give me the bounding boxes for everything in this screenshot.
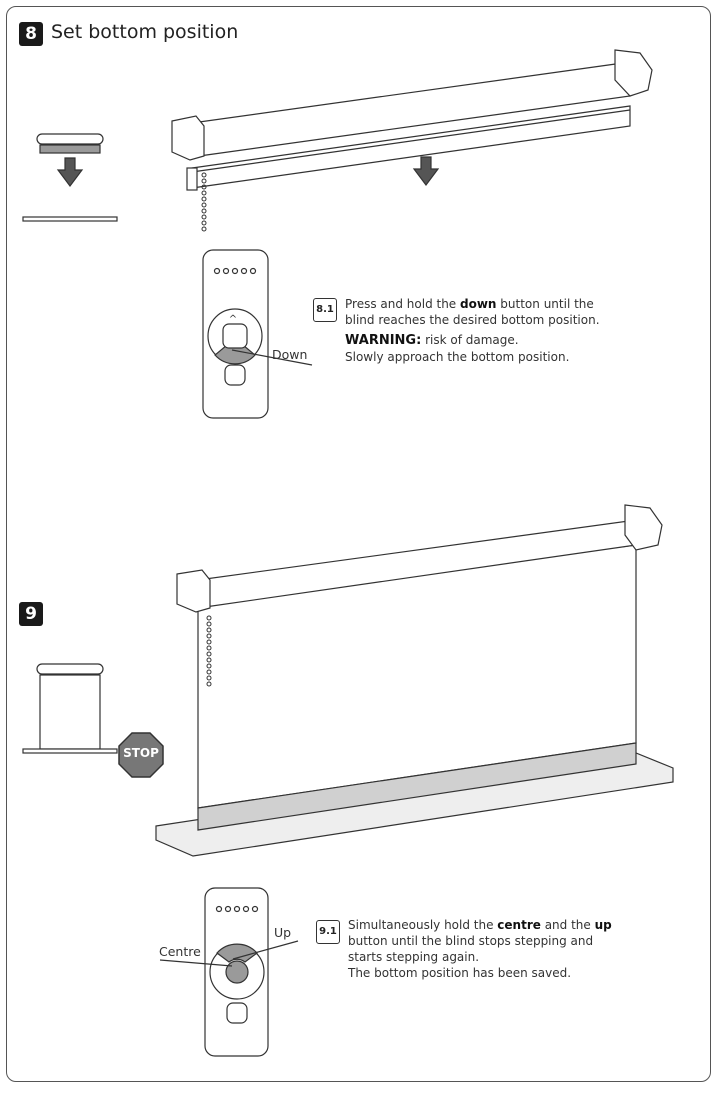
instruction-text: starts stepping again. xyxy=(348,950,480,964)
instruction-text: blind reaches the desired bottom positio… xyxy=(345,313,600,327)
instruction-text: button until the xyxy=(496,297,594,311)
section-title: Set bottom position xyxy=(51,21,239,43)
stop-sign-icon xyxy=(118,732,164,778)
step-9-1-box: 9.1 xyxy=(316,920,340,944)
instruction-text: The bottom position has been saved. xyxy=(348,966,572,980)
blind-down-icon xyxy=(22,663,118,754)
remote-control-9 xyxy=(159,887,299,1057)
remote-control-8: ^ xyxy=(202,249,313,419)
blind-lowering-icon xyxy=(22,133,118,222)
instruction-text: Simultaneously hold the xyxy=(348,918,498,932)
step-9-1-text: Simultaneously hold the centre and the u… xyxy=(348,917,698,981)
label-up: Up xyxy=(274,925,292,940)
stop-sign-text: STOP xyxy=(123,746,159,760)
warning-label: WARNING: xyxy=(345,333,422,348)
roller-blind-bottom xyxy=(155,504,674,857)
label-down: Down xyxy=(272,347,308,362)
instruction-text: button until the blind stops stepping an… xyxy=(348,934,594,948)
page-frame xyxy=(6,6,711,1082)
label-centre: Centre xyxy=(159,944,201,959)
step-number-badge-9: 9 xyxy=(19,602,43,626)
bold-keyword-down: down xyxy=(460,297,497,311)
bold-keyword-centre: centre xyxy=(497,918,541,932)
instruction-text: and the xyxy=(540,918,595,932)
step-8-1-text: Press and hold the down button until the… xyxy=(345,296,705,365)
step-8-1-box: 8.1 xyxy=(313,298,337,322)
svg-text:^: ^ xyxy=(229,314,237,325)
instruction-text: Press and hold the xyxy=(345,297,461,311)
warning-text: Slowly approach the bottom position. xyxy=(345,350,570,364)
bold-keyword-up: up xyxy=(594,918,612,932)
roller-blind-top xyxy=(171,49,653,232)
warning-text: risk of damage. xyxy=(421,333,519,347)
step-number-badge-8: 8 xyxy=(19,22,43,46)
